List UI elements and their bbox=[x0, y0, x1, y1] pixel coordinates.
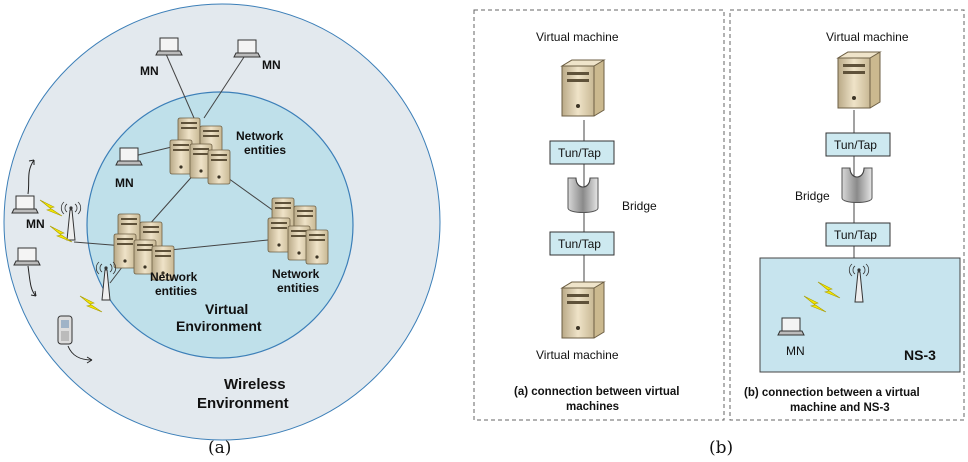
left-figure-caption: (a) bbox=[208, 438, 231, 458]
panel-a-tuntap-top bbox=[549, 140, 615, 165]
wireless-environment-label-line1: Wireless bbox=[224, 376, 286, 393]
movement-arrows bbox=[27, 159, 93, 364]
bridge-icon bbox=[841, 167, 873, 203]
ns3-label: NS-3 bbox=[904, 347, 936, 363]
network-entities-right-line2: entities bbox=[277, 281, 319, 295]
server-icon bbox=[561, 59, 605, 117]
laptop-icon bbox=[13, 247, 41, 266]
panel-a-vm-bottom-label: Virtual machine bbox=[536, 348, 619, 362]
panel-a-caption-line2: machines bbox=[566, 401, 619, 413]
panel-a-tuntap-bottom bbox=[549, 231, 615, 256]
panel-b-tuntap-top bbox=[825, 132, 891, 157]
wireless-environment-diagram: MN MN MN MN Network entities Network ent… bbox=[3, 3, 441, 441]
panel-a-tuntap-top-label: Tun/Tap bbox=[558, 146, 601, 160]
laptop-icon bbox=[777, 317, 805, 336]
network-entities-top-line2: entities bbox=[244, 143, 286, 157]
panel-b-vm-to-ns3: Virtual machine Tun/Tap Bridge Tun/Tap M… bbox=[729, 9, 965, 421]
panel-b-caption-line2: machine and NS-3 bbox=[790, 402, 890, 414]
panel-b-tuntap-top-label: Tun/Tap bbox=[834, 138, 877, 152]
panel-b-tuntap-bottom-label: Tun/Tap bbox=[834, 228, 877, 242]
laptop-icon bbox=[233, 39, 261, 58]
laptop-icon bbox=[11, 195, 39, 214]
server-icon bbox=[837, 51, 881, 109]
panel-a-caption-line1: (a) connection between virtual bbox=[514, 386, 680, 398]
mn-label: MN bbox=[140, 64, 159, 78]
panel-a-vm-top-label: Virtual machine bbox=[536, 30, 619, 44]
panel-b-mn-label: MN bbox=[786, 344, 805, 358]
network-entities-left-line2: entities bbox=[155, 284, 197, 298]
panel-a-border bbox=[473, 9, 725, 421]
network-entities-left-line1: Network bbox=[150, 270, 198, 284]
panel-a-bridge-label: Bridge bbox=[622, 199, 657, 213]
virtual-environment-circle bbox=[86, 91, 354, 359]
panel-b-vm-top-label: Virtual machine bbox=[826, 30, 909, 44]
bridge-icon bbox=[567, 177, 599, 213]
virtual-environment-label-line1: Virtual bbox=[205, 301, 248, 317]
panel-b-bridge-label: Bridge bbox=[795, 189, 830, 203]
right-figure-caption: (b) bbox=[709, 438, 733, 458]
laptop-icon bbox=[155, 37, 183, 56]
virtual-environment-label-line2: Environment bbox=[176, 318, 262, 334]
panel-b-caption-line1: (b) connection between a virtual bbox=[744, 387, 920, 399]
server-cluster-top bbox=[169, 117, 231, 185]
wireless-environment-label-line2: Environment bbox=[197, 395, 289, 412]
panel-a-tuntap-bottom-label: Tun/Tap bbox=[558, 237, 601, 251]
mn-label: MN bbox=[115, 176, 134, 190]
panel-a-vm-to-vm: Virtual machine Tun/Tap Bridge Tun/Tap V… bbox=[473, 9, 725, 421]
panel-b-tuntap-bottom bbox=[825, 222, 891, 247]
mobile-phone-icon bbox=[57, 315, 73, 345]
mn-label: MN bbox=[262, 58, 281, 72]
network-entities-right-line1: Network bbox=[272, 267, 320, 281]
mn-label: MN bbox=[26, 217, 45, 231]
network-entities-top-line1: Network bbox=[236, 129, 284, 143]
server-icon bbox=[561, 281, 605, 339]
laptop-icon bbox=[115, 147, 143, 166]
